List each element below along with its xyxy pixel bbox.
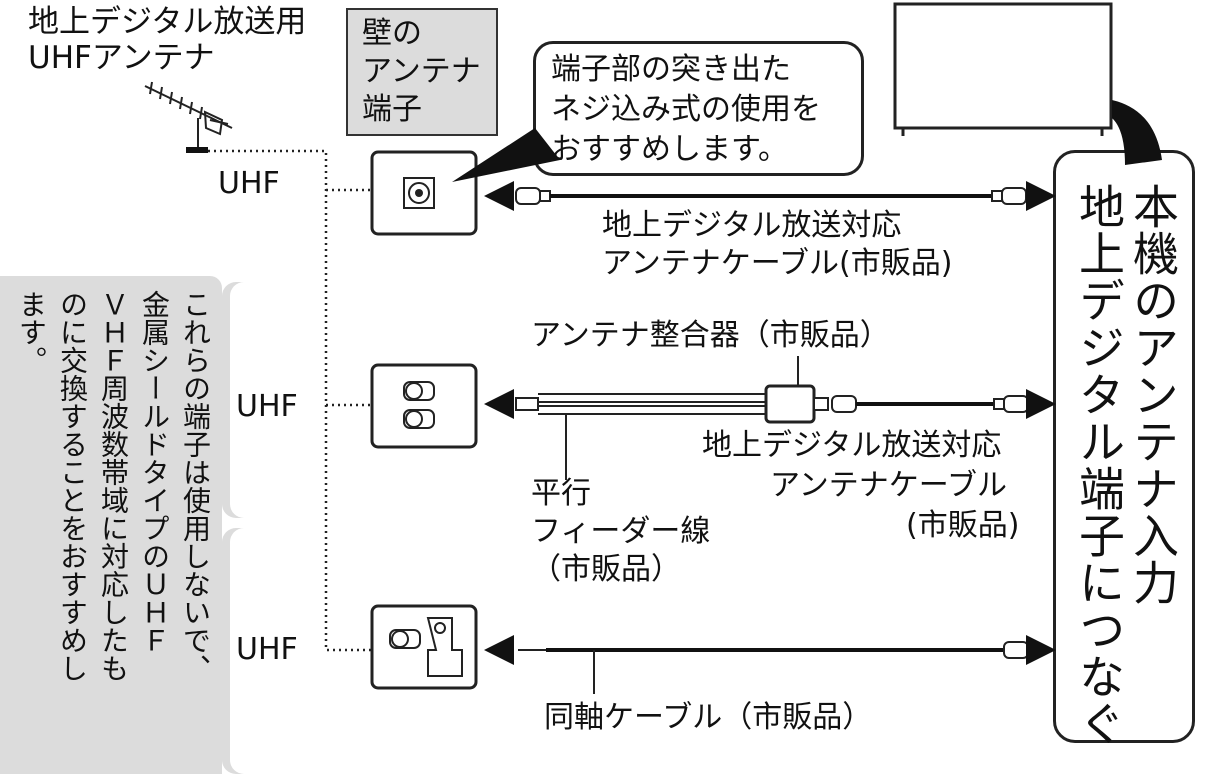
row1-cable xyxy=(484,181,1056,211)
row2-cable-label-line1: 地上デジタル放送対応 xyxy=(702,428,1002,463)
uhf-antenna-icon xyxy=(144,81,233,153)
feeder-label-line3: （市販品） xyxy=(531,552,681,587)
tv-input-col1: 本機のアンテナ入力 xyxy=(1126,183,1180,606)
coax-label: 同軸ケーブル（市販品） xyxy=(544,700,873,735)
wall-plate-clamp xyxy=(370,604,478,690)
row3-coax-cable xyxy=(484,635,1056,694)
row2-feeder-cable xyxy=(484,356,1056,480)
antenna-matcher-icon xyxy=(764,384,816,424)
bubble-line3: おすすめします。 xyxy=(551,132,788,167)
wall-terminal-line2: アンテナ xyxy=(362,54,481,89)
tv-cable-icon xyxy=(1112,100,1162,165)
note-col-5: ます。 xyxy=(15,290,48,374)
bubble-line2: ネジ込み式の使用を xyxy=(551,92,821,127)
tv-input-box: 本機のアンテナ入力 地上デジタル端子につなぐ xyxy=(1053,150,1195,747)
note-col-4: のに交換することをおすすめし xyxy=(56,290,89,682)
tv-input-col2: 地上デジタル端子につなぐ xyxy=(1072,183,1126,747)
wall-terminal-line1: 壁の xyxy=(362,16,422,51)
bubble-tail xyxy=(452,128,560,182)
note-col-2: 金属シールドタイプのＵＨＦ xyxy=(138,290,171,654)
wall-plate-twin-screw xyxy=(370,363,478,449)
tv-icon xyxy=(893,2,1113,136)
matcher-label: アンテナ整合器（市販品） xyxy=(531,318,890,353)
wall-terminal-line3: 端子 xyxy=(362,92,422,127)
row2-cable-label-line2: アンテナケーブル xyxy=(770,468,1007,503)
note-panel xyxy=(0,276,222,774)
feeder-label-line1: 平行 xyxy=(531,476,591,511)
feeder-label-line2: フィーダー線 xyxy=(531,514,711,549)
antenna-title: 地上デジタル放送用 UHFアンテナ xyxy=(28,4,306,76)
row3-uhf-label: UHF xyxy=(236,632,298,667)
row1-cable-label-line2: アンテナケーブル(市販品) xyxy=(602,246,953,281)
antenna-title-line2: UHFアンテナ xyxy=(28,40,215,76)
note-col-1: これらの端子は使用しないで、 xyxy=(179,290,212,682)
row2-uhf-label: UHF xyxy=(236,389,298,424)
wall-terminal-label: 壁の アンテナ 端子 xyxy=(346,8,498,136)
bubble-line1: 端子部の突き出た xyxy=(551,52,791,87)
antenna-title-line1: 地上デジタル放送用 xyxy=(28,4,307,40)
antenna-feed-dotted xyxy=(208,149,372,652)
recommend-bubble: 端子部の突き出た ネジ込み式の使用を おすすめします。 xyxy=(533,41,864,176)
row2-cable-label-line3: (市販品) xyxy=(906,508,1020,543)
antenna-uhf-label: UHF xyxy=(218,166,280,201)
row1-cable-label-line1: 地上デジタル放送対応 xyxy=(602,208,902,243)
wall-plate-f-connector xyxy=(370,150,478,236)
note-col-3: ＶＨＦ周波数帯域に対応したも xyxy=(97,290,130,682)
